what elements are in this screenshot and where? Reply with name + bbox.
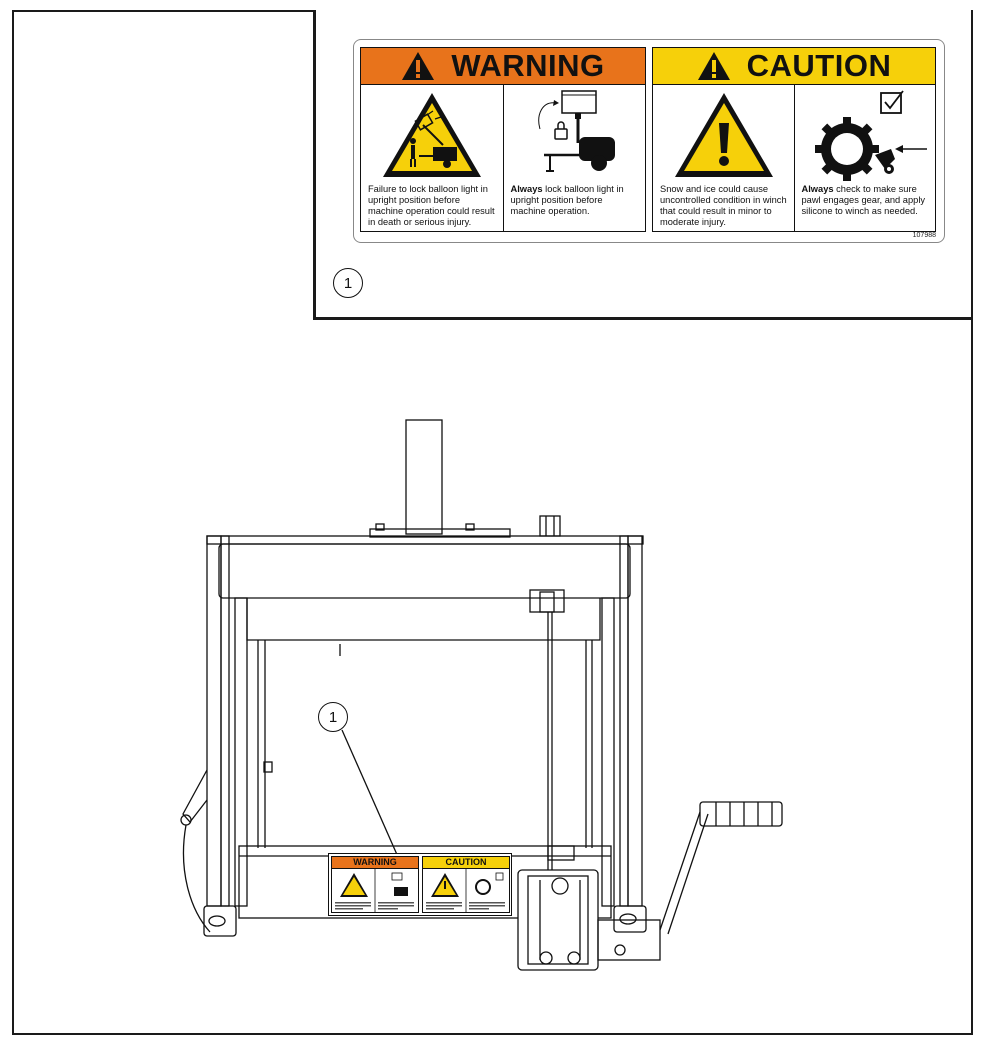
- mini-warning-pictograms: [335, 869, 414, 913]
- caution-triangle-icon: [697, 52, 730, 80]
- caution-instruction-bold: Always: [801, 184, 834, 194]
- inset-callout: 1: [333, 268, 363, 298]
- caution-instruction-text: Always check to make sure pawl engages g…: [802, 184, 931, 217]
- winch-gear-pawl-icon: [814, 90, 927, 181]
- warning-instruction-cell: Always lock balloon light in upright pos…: [502, 85, 646, 232]
- warning-hazard-text: Failure to lock balloon light in upright…: [368, 184, 495, 227]
- mini-warning-header: WARNING: [332, 857, 418, 869]
- mini-caution-pictograms: [426, 869, 505, 913]
- caution-panel: CAUTION Snow and ice could cause uncontr…: [652, 47, 936, 232]
- caution-header-label: CAUTION: [746, 48, 892, 83]
- caution-instruction-rest: check to make sure pawl engages gear, an…: [801, 184, 926, 216]
- caution-instruction-cell: Always check to make sure pawl engages g…: [793, 85, 936, 232]
- decal-part-number: 107988: [912, 232, 936, 239]
- lock-balloon-light-icon: [537, 90, 615, 172]
- warning-header-label: WARNING: [451, 48, 605, 83]
- mini-warning-panel: WARNING: [331, 856, 419, 913]
- safety-decal: WARNING: [353, 39, 945, 243]
- mini-caution-panel: CAUTION: [422, 856, 510, 913]
- caution-header: CAUTION: [653, 48, 935, 85]
- balloon-light-hazard-icon: [383, 93, 481, 177]
- warning-triangle-icon: [402, 52, 435, 80]
- machine-decal: WARNING CAUTION: [328, 853, 512, 916]
- warning-hazard-cell: Failure to lock balloon light in upright…: [361, 85, 503, 232]
- warning-panel: WARNING: [360, 47, 646, 232]
- mini-caution-header: CAUTION: [423, 857, 509, 869]
- caution-hazard-cell: Snow and ice could cause uncontrolled co…: [653, 85, 794, 232]
- warning-instruction-bold: Always: [510, 184, 543, 194]
- warning-instruction-text: Always lock balloon light in upright pos…: [511, 184, 641, 217]
- caution-hazard-text: Snow and ice could cause uncontrolled co…: [660, 184, 787, 227]
- warning-instruction-rest: lock balloon light in upright position b…: [510, 184, 624, 216]
- machine-callout: 1: [318, 702, 348, 732]
- warning-header: WARNING: [361, 48, 645, 85]
- exclamation-triangle-icon: [675, 93, 773, 177]
